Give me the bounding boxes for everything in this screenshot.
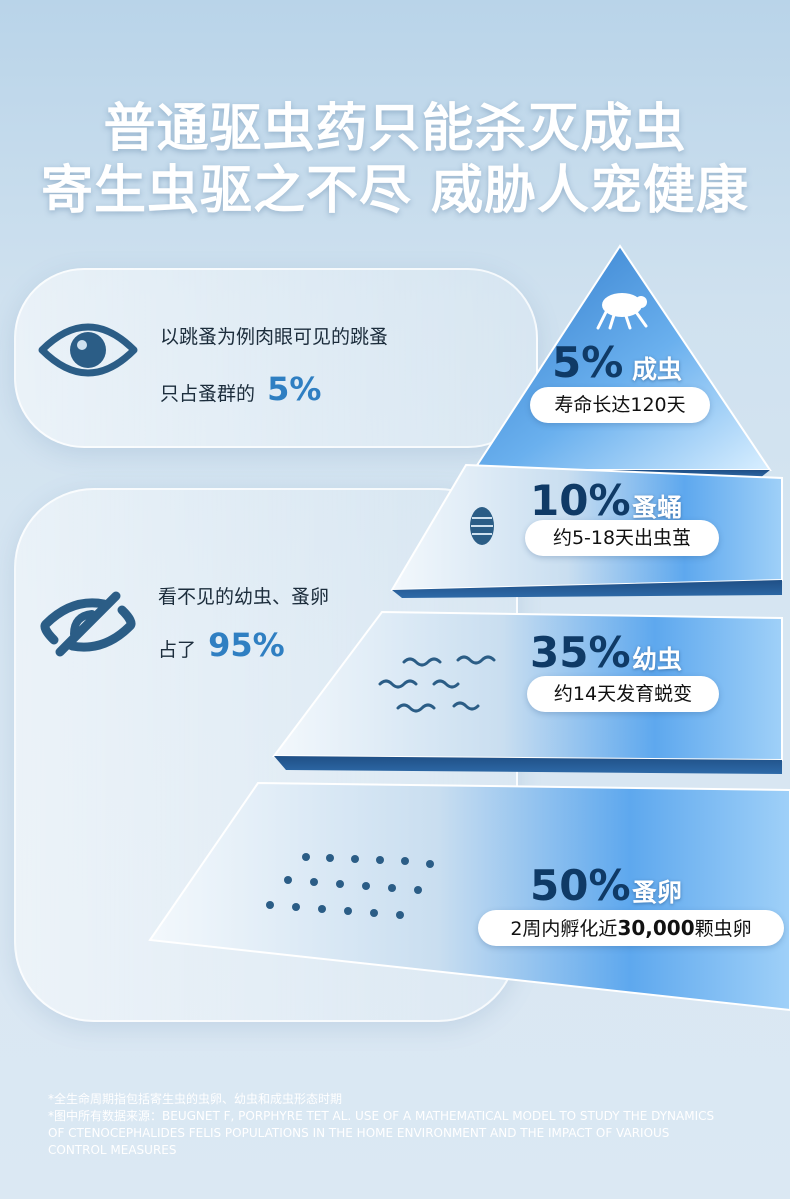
flea-icon: [596, 293, 648, 330]
pyramid-tier-4: [148, 781, 790, 1012]
visible-note-line-2: 只占蚤群的 5%: [160, 370, 321, 408]
tier-4-desc: 2周内孵化近30,000颗虫卵: [478, 910, 784, 946]
tier-4-percent: 50%: [530, 861, 631, 910]
footnote-line-1: *全生命周期指包括寄生虫的虫卵、幼虫和成虫形态时期: [48, 1092, 343, 1106]
visible-note-line-1: 以跳蚤为例肉眼可见的跳蚤: [160, 326, 389, 348]
tier-4-stage: 蚤卵: [632, 878, 683, 907]
footnote-line-2: *图中所有数据来源：BEUGNET F, PORPHYRE TET AL. US…: [48, 1109, 715, 1123]
headline-line-1: 普通驱虫药只能杀灭成虫: [103, 99, 687, 159]
footnotes: *全生命周期指包括寄生虫的虫卵、幼虫和成虫形态时期 *图中所有数据来源：BEUG…: [48, 1091, 768, 1159]
invisible-note-line-1: 看不见的幼虫、蚤卵: [158, 586, 330, 608]
cocoon-icon: [470, 507, 494, 545]
visible-percent: 5%: [267, 370, 322, 408]
larvae-icon: [378, 655, 496, 713]
tier-2-stage: 蚤蛹: [632, 493, 683, 522]
visible-note-prefix: 只占蚤群的: [160, 383, 256, 405]
tier-4-desc-suffix: 颗虫卵: [694, 918, 752, 940]
tier-3-percent: 35%: [530, 628, 631, 677]
eye-icon: [38, 323, 138, 377]
tier-1-stage: 成虫: [632, 355, 683, 384]
tier-2-percent: 10%: [530, 476, 631, 525]
footnote-line-3: OF CTENOCEPHALIDES FELIS POPULATIONS IN …: [48, 1126, 670, 1140]
invisible-note-prefix: 占了: [158, 639, 197, 661]
headline-line-2: 寄生虫驱之不尽 威胁人宠健康: [40, 161, 750, 221]
tier-2-desc: 约5-18天出虫茧: [525, 520, 719, 556]
footnote-line-4: CONTROL MEASURES: [48, 1143, 177, 1157]
tier-3-desc: 约14天发育蜕变: [527, 676, 719, 712]
eye-slash-icon: [40, 591, 136, 657]
tier-4-desc-prefix: 2周内孵化近: [510, 918, 618, 940]
tier-1-desc: 寿命长达120天: [530, 387, 710, 423]
invisible-percent: 95%: [208, 626, 285, 664]
tier-3-stage: 幼虫: [632, 645, 683, 674]
invisible-note-line-2: 占了 95%: [158, 626, 285, 664]
eggs-icon: [266, 853, 434, 919]
tier-4-egg-count: 30,000: [617, 916, 695, 940]
tier-1-percent: 5%: [552, 338, 624, 387]
